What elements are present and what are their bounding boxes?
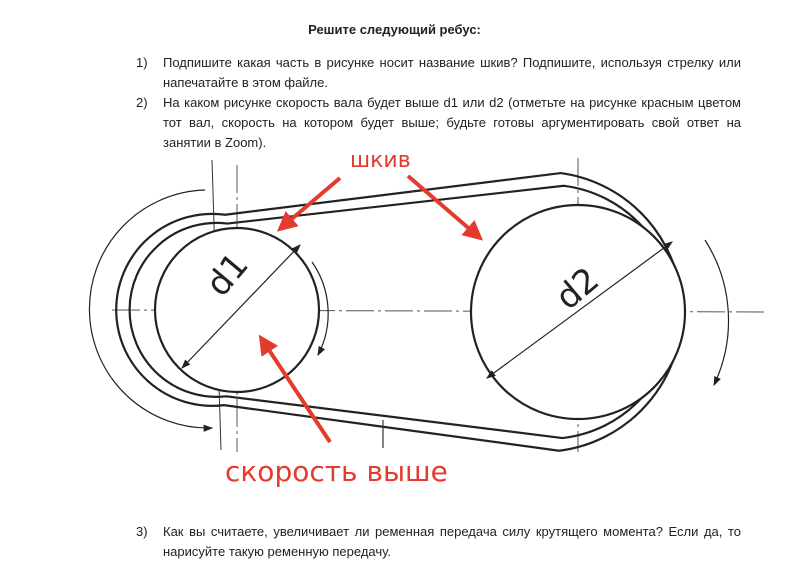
d1-dimension <box>181 244 301 369</box>
question-2: 2) На каком рисунке скорость вала будет … <box>136 93 741 153</box>
question-3: 3) Как вы считаете, увеличивает ли ремен… <box>136 522 741 562</box>
red-arrows <box>258 174 484 444</box>
question-text: Подпишите какая часть в рисунке носит на… <box>163 55 741 90</box>
question-text: На каком рисунке скорость вала будет выш… <box>163 95 741 150</box>
question-text: Как вы считаете, увеличивает ли ременная… <box>163 524 741 559</box>
d2-dimension <box>486 241 673 379</box>
rotation-arrow-left <box>88 189 214 432</box>
question-number: 2) <box>136 95 148 110</box>
question-number: 3) <box>136 524 148 539</box>
question-number: 1) <box>136 55 148 70</box>
belt-outer <box>115 171 683 452</box>
speed-annotation: скорость выше <box>225 455 448 488</box>
rotation-arrow-right <box>704 239 730 387</box>
pulley-annotation: шкив <box>350 148 411 173</box>
rotation-arrow-small <box>311 261 329 357</box>
question-1: 1) Подпишите какая часть в рисунке носит… <box>136 53 741 93</box>
page-title: Решите следующий ребус: <box>308 22 481 37</box>
